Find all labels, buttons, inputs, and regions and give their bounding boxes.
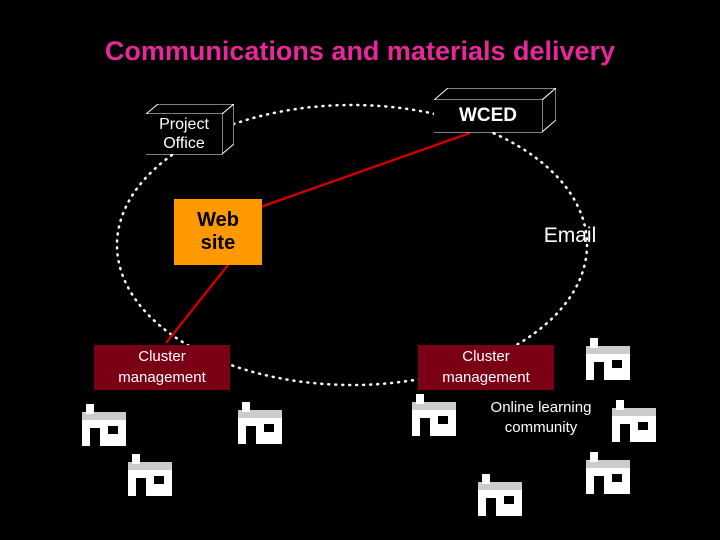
node-cluster-management-right[interactable]: Cluster management — [418, 345, 554, 390]
school-building-icon — [612, 400, 656, 442]
node-wced[interactable]: WCED — [434, 88, 556, 140]
school-building-icon — [586, 452, 630, 494]
node-online-learning-community[interactable]: Online learning community — [466, 398, 616, 439]
connector-website-cluster — [165, 264, 229, 344]
school-building-icon — [478, 474, 522, 516]
school-building-icon — [238, 402, 282, 444]
node-cluster-management-left[interactable]: Cluster management — [94, 345, 230, 390]
cluster-left-line2: management — [118, 368, 206, 386]
cluster-left-line1: Cluster — [138, 348, 186, 366]
connector-wced-website — [237, 131, 471, 217]
page-title: Communications and materials delivery — [104, 36, 616, 66]
wced-label: WCED — [434, 100, 542, 132]
cluster-right-line1: Cluster — [462, 348, 510, 366]
node-email[interactable]: Email — [543, 224, 597, 247]
school-building-icon — [586, 338, 630, 380]
school-building-icon — [82, 404, 126, 446]
online-learning-line1: Online learning — [490, 399, 592, 416]
online-learning-line2: community — [504, 419, 578, 437]
cluster-right-line2: management — [442, 368, 530, 386]
dotted-ellipse — [115, 103, 589, 387]
school-building-icon — [412, 394, 456, 436]
school-building-icon — [128, 454, 172, 496]
project-office-line2: Office — [163, 135, 205, 152]
web-site-line2: site — [200, 232, 236, 254]
project-office-line1: Project — [159, 115, 209, 133]
web-site-line1: Web — [197, 209, 239, 231]
